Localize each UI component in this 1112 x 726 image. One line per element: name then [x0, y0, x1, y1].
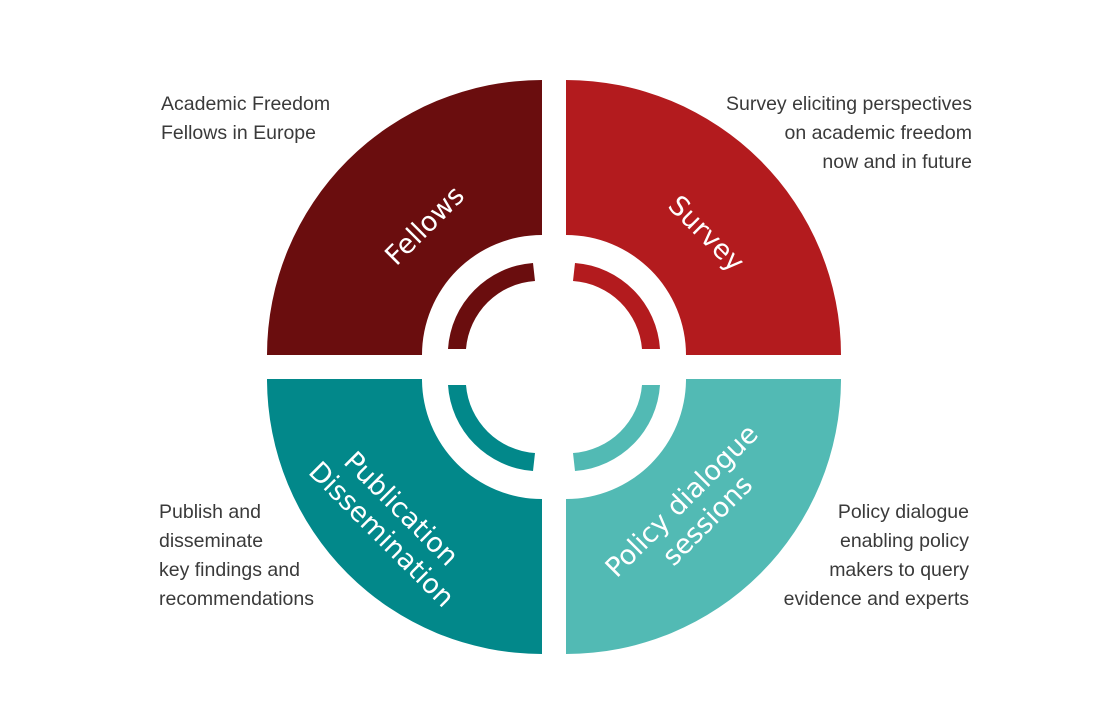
publication-description-line: recommendations: [159, 588, 314, 610]
fellows-inner-arc: [448, 263, 535, 349]
policy-dialogue-description: Policy dialogue enabling policy makers t…: [784, 498, 969, 614]
fellows-description-line: Fellows in Europe: [161, 122, 316, 144]
policy-dialogue-description-line: enabling policy: [839, 530, 969, 552]
fellows-description-line: Academic Freedom: [161, 93, 331, 115]
publication-description-line: disseminate: [159, 530, 264, 552]
survey-description: Survey eliciting perspectives on academi…: [726, 90, 972, 177]
policy-dialogue-segment: [566, 379, 841, 654]
survey-description-line: on academic freedom: [784, 122, 972, 144]
publication-description: Publish and disseminate key findings and…: [159, 498, 314, 614]
survey-segment: [566, 80, 841, 355]
publication-description-line: key findings and: [159, 559, 300, 581]
policy-dialogue-inner-arc: [573, 385, 660, 471]
survey-inner-arc: [573, 263, 660, 349]
fellows-description: Academic Freedom Fellows in Europe: [161, 90, 330, 148]
policy-dialogue-description-line: makers to query: [829, 559, 969, 581]
survey-description-line: now and in future: [822, 151, 972, 173]
publication-description-line: Publish and: [159, 501, 261, 523]
policy-dialogue-description-line: Policy dialogue: [837, 501, 969, 523]
fellows-segment: [267, 80, 542, 355]
publication-inner-arc: [448, 385, 535, 471]
publication-segment: [267, 379, 542, 654]
survey-description-line: Survey eliciting perspectives: [725, 93, 972, 115]
policy-dialogue-description-line: evidence and experts: [783, 588, 969, 610]
